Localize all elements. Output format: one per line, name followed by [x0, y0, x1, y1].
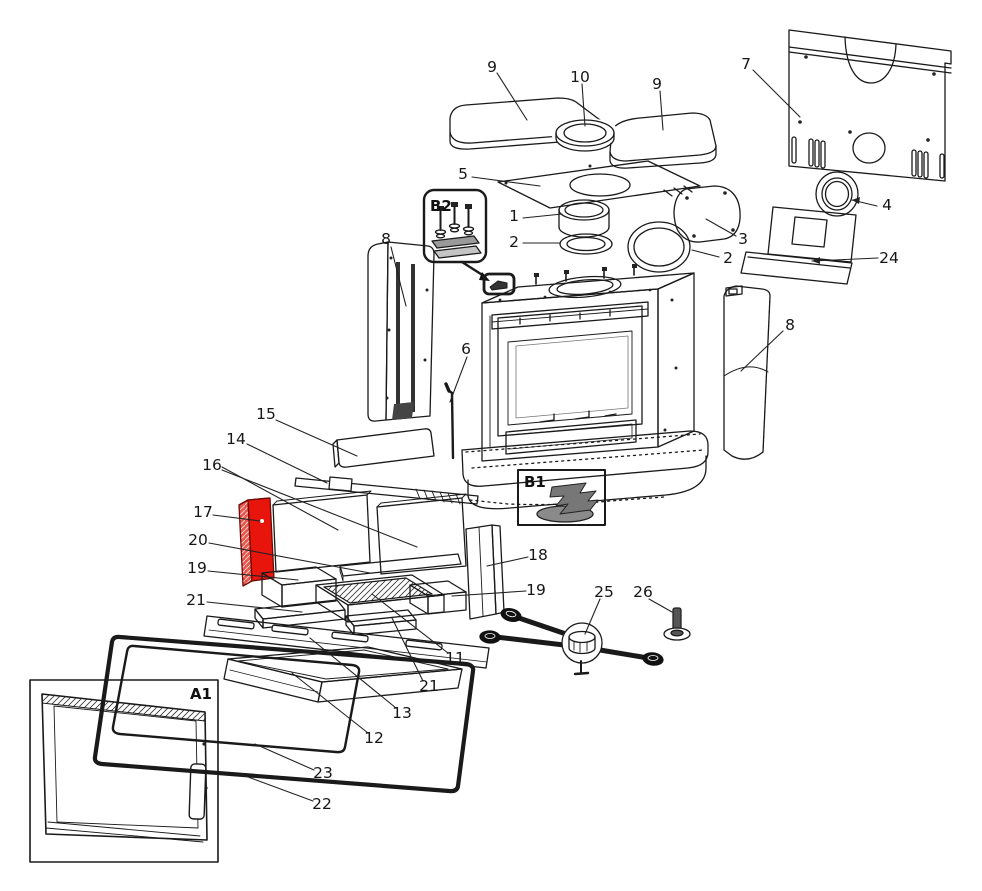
- log-retainer-bar: [294, 476, 479, 505]
- part-label-22: 22: [312, 795, 332, 813]
- part-label-1: 1: [509, 207, 519, 225]
- box-label-b2: B2: [430, 197, 452, 215]
- part-label-9-left: 9: [487, 58, 497, 76]
- bottom-brick-left: [261, 566, 337, 608]
- inset-box-b2: [422, 188, 490, 281]
- bottom-brick-right: [409, 580, 467, 615]
- plate-cutout: [551, 118, 619, 148]
- part-label-26: 26: [633, 583, 653, 601]
- door-gasket-ring: [627, 221, 691, 273]
- riddling-mechanism: [479, 608, 664, 676]
- fire-grate: [315, 574, 445, 623]
- front-brick-bar-right: [345, 609, 417, 636]
- part-label-7: 7: [741, 55, 751, 73]
- door-rope-seal-thick: [92, 634, 476, 794]
- blanking-plate: [673, 185, 741, 243]
- box-label-b1: B1: [524, 473, 546, 491]
- part-label-2-right: 2: [723, 249, 733, 267]
- part-label-2-left: 2: [509, 233, 519, 251]
- box-label-a1: A1: [190, 685, 212, 703]
- part-label-4: 4: [882, 196, 892, 214]
- side-panel-left: [367, 241, 435, 422]
- riddling-rod: [444, 382, 455, 460]
- stove-body: [481, 264, 695, 462]
- part-label-23: 23: [313, 764, 333, 782]
- part-label-10: 10: [570, 68, 590, 86]
- part-label-15: 15: [256, 405, 276, 423]
- part-label-8-right: 8: [785, 316, 795, 334]
- part-label-16: 16: [202, 456, 222, 474]
- callout-lines: [206, 69, 879, 802]
- inset-box-labels: B2 B1 A1: [190, 197, 546, 703]
- part-label-19-left: 19: [187, 559, 207, 577]
- part-label-8-left: 8: [381, 230, 391, 248]
- part-label-12: 12: [364, 729, 384, 747]
- rear-brick-strip: [339, 553, 462, 582]
- door-assembly: [41, 693, 208, 843]
- back-brick-right: [376, 493, 467, 575]
- top-plate-right: [609, 112, 717, 169]
- part-label-17: 17: [193, 503, 213, 521]
- part-label-6: 6: [461, 340, 471, 358]
- inset-box-b1: [517, 469, 606, 526]
- part-label-5: 5: [458, 165, 468, 183]
- latch-plate-callout: [482, 272, 516, 296]
- part-label-20: 20: [188, 531, 208, 549]
- part-label-24: 24: [879, 249, 899, 267]
- back-panel: [788, 29, 952, 182]
- collar-gasket-ring: [559, 233, 613, 255]
- part-label-21-right: 21: [419, 677, 439, 695]
- side-brick-panel: [465, 524, 505, 620]
- part-label-19-right: 19: [526, 581, 546, 599]
- side-panel-right: [723, 285, 771, 460]
- fixing-kit-screws: [434, 202, 475, 239]
- front-brick-bar-left: [254, 599, 346, 629]
- back-brick-left: [272, 490, 372, 573]
- part-label-25: 25: [594, 583, 614, 601]
- part-label-21-left: 21: [186, 591, 206, 609]
- baffle-plate: [332, 428, 435, 468]
- part-label-13: 13: [392, 704, 412, 722]
- front-slotted-plate: [203, 615, 490, 669]
- leveling-foot: [663, 607, 691, 641]
- part-label-14: 14: [226, 430, 246, 448]
- part-labels: 9 10 9 7 5 1 2 3 2 4 24 8 6 8 15 14 16 1…: [186, 55, 899, 813]
- heat-shield-bracket: [740, 206, 857, 285]
- part-label-11: 11: [445, 649, 465, 667]
- side-brick-highlighted[interactable]: [238, 497, 275, 587]
- door-rope-seal-thin: [111, 644, 361, 754]
- part-label-18: 18: [528, 546, 548, 564]
- part-label-3: 3: [738, 230, 748, 248]
- flue-collar-ring: [815, 171, 859, 217]
- door-handle: [188, 763, 207, 820]
- part-label-9-right: 9: [652, 75, 662, 93]
